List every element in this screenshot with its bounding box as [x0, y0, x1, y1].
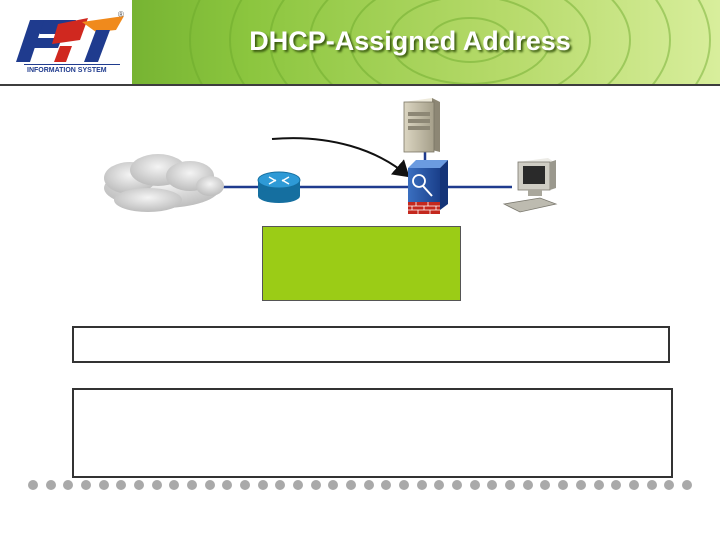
footer-dot [522, 480, 533, 490]
server-tower-icon [403, 98, 440, 153]
footer-dot [646, 480, 657, 490]
network-diagram [104, 98, 558, 214]
footer-dot [628, 480, 639, 490]
footer-dot [452, 480, 463, 490]
footer-dot [63, 480, 74, 490]
fpt-logo: INFORMATION SYSTEM ® [0, 0, 132, 84]
fpt-tagline: INFORMATION SYSTEM [27, 67, 107, 74]
footer-dot [151, 480, 162, 490]
fpt-logo-mark: INFORMATION SYSTEM ® [16, 10, 124, 74]
slide-header: INFORMATION SYSTEM ® DHCP-Assigned Addre… [0, 0, 720, 85]
header-divider [0, 84, 720, 86]
footer-dot [381, 480, 392, 490]
footer-dot [134, 480, 145, 490]
trademark-mark: ® [118, 10, 124, 19]
footer-dot [575, 480, 586, 490]
workstation-icon [502, 158, 558, 213]
footer-dot [293, 480, 304, 490]
callout-box [262, 226, 461, 301]
footer-dot [558, 480, 569, 490]
footer-dot [664, 480, 675, 490]
curved-arrow [271, 137, 410, 178]
footer-dot [204, 480, 215, 490]
footer-dot [346, 480, 357, 490]
footer-dot [187, 480, 198, 490]
footer-dot [469, 480, 480, 490]
security-appliance-icon [408, 160, 448, 214]
footer-dot [611, 480, 622, 490]
footer-dot [328, 480, 339, 490]
text-box-multi-line [72, 388, 673, 478]
footer-dot [416, 480, 427, 490]
footer-dot [681, 480, 692, 490]
footer-dot [222, 480, 233, 490]
footer-dot [505, 480, 516, 490]
cloud-icon [104, 154, 224, 212]
footer-dot [257, 480, 268, 490]
footer-dot [434, 480, 445, 490]
footer-dot [275, 480, 286, 490]
footer-dot [81, 480, 92, 490]
footer-dot [487, 480, 498, 490]
footer-dot [240, 480, 251, 490]
footer-dot [28, 480, 38, 490]
footer-dot [45, 480, 56, 490]
footer-dot [98, 480, 109, 490]
slide-title: DHCP-Assigned Address [249, 26, 571, 56]
footer-dot [540, 480, 551, 490]
text-box-single-line [72, 326, 670, 363]
footer-dot [399, 480, 410, 490]
footer-dot [310, 480, 321, 490]
footer-dot [116, 480, 127, 490]
router-icon [257, 171, 301, 203]
footer-dot [363, 480, 374, 490]
footer-dot-divider [28, 480, 692, 490]
footer-dot [593, 480, 604, 490]
footer-dot [169, 480, 180, 490]
